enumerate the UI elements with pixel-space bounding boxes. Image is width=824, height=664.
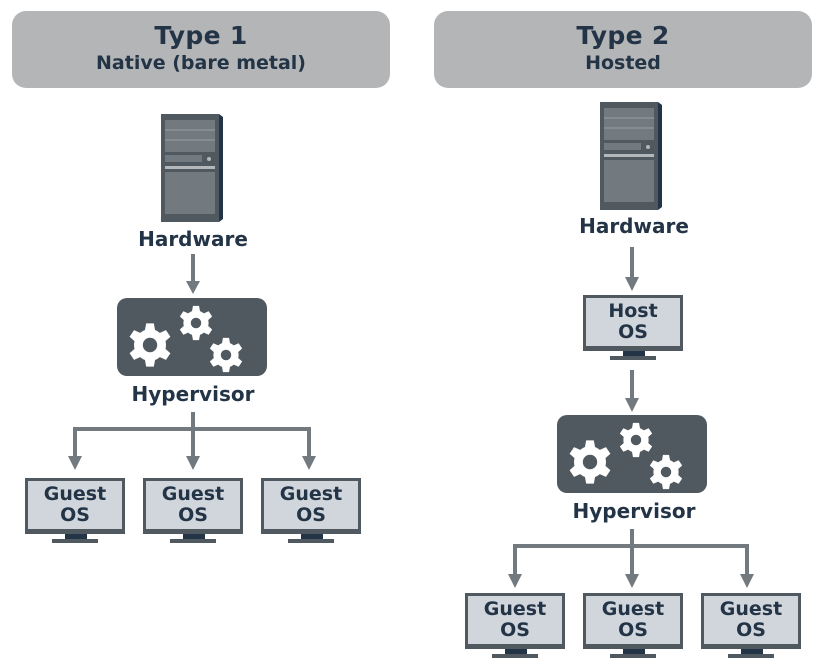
monitor-stand — [505, 649, 527, 654]
monitor-stand — [183, 534, 205, 539]
type2-hypervisor-box — [557, 415, 707, 493]
monitor-base — [610, 356, 656, 360]
guest-label-line1: Guest — [601, 598, 665, 620]
guest-label-line1: Guest — [279, 483, 343, 505]
monitor-screen: Guest OS — [701, 593, 801, 649]
type1-title: Type 1 — [154, 21, 248, 50]
monitor-screen: Guest OS — [583, 593, 683, 649]
monitor-screen: Host OS — [583, 295, 683, 351]
type1-hypervisor-box — [117, 298, 267, 376]
guest-label-line2: OS — [296, 504, 326, 526]
gear-icon — [129, 323, 171, 367]
monitor-base — [170, 539, 216, 543]
type1-server-icon — [160, 113, 224, 223]
type2-hypervisor-label: Hypervisor — [572, 499, 696, 523]
type2-server-icon — [599, 101, 663, 211]
guest-label-line1: Guest — [43, 483, 107, 505]
monitor-screen: Guest OS — [25, 478, 125, 534]
type1-guest-os-monitor: Guest OS — [261, 478, 361, 548]
type1-subtitle: Native (bare metal) — [96, 52, 306, 74]
gear-icon — [179, 305, 213, 341]
guest-label-line1: Guest — [161, 483, 225, 505]
type1-header: Type 1 Native (bare metal) — [12, 11, 390, 88]
guest-label-line2: OS — [500, 619, 530, 641]
type2-branch-connector — [508, 529, 754, 588]
type2-hardware-label: Hardware — [579, 214, 689, 238]
monitor-stand — [65, 534, 87, 539]
type2-title: Type 2 — [576, 21, 670, 50]
type1-hypervisor-label: Hypervisor — [131, 382, 255, 406]
type2-arrow-host-hyp — [625, 370, 639, 412]
monitor-base — [610, 654, 656, 658]
monitor-base — [728, 654, 774, 658]
gear-icon — [209, 337, 243, 373]
monitor-base — [492, 654, 538, 658]
type2-guest-os-monitor: Guest OS — [583, 593, 683, 663]
guest-label-line2: OS — [60, 504, 90, 526]
monitor-stand — [741, 649, 763, 654]
type1-hardware-label: Hardware — [138, 227, 248, 251]
monitor-base — [52, 539, 98, 543]
monitor-screen: Guest OS — [143, 478, 243, 534]
gear-icon — [569, 440, 611, 484]
type1-branch-connector — [68, 412, 316, 470]
monitor-screen: Guest OS — [465, 593, 565, 649]
type1-guest-os-monitor: Guest OS — [143, 478, 243, 548]
guest-label-line2: OS — [618, 619, 648, 641]
type2-guest-os-monitor: Guest OS — [465, 593, 565, 663]
gear-icon — [619, 422, 653, 458]
guest-label-line2: OS — [736, 619, 766, 641]
type1-guest-os-monitor: Guest OS — [25, 478, 125, 548]
guest-label-line2: OS — [178, 504, 208, 526]
type2-header: Type 2 Hosted — [434, 11, 812, 88]
type2-arrow-hw-host — [625, 247, 639, 291]
guest-label-line1: Guest — [719, 598, 783, 620]
host-label-line2: OS — [618, 321, 648, 343]
monitor-base — [288, 539, 334, 543]
monitor-screen: Guest OS — [261, 478, 361, 534]
host-label-line1: Host — [608, 300, 658, 322]
monitor-stand — [301, 534, 323, 539]
type2-guest-os-monitor: Guest OS — [701, 593, 801, 663]
monitor-stand — [623, 351, 645, 356]
gear-icon — [649, 454, 683, 490]
type2-subtitle: Hosted — [585, 52, 661, 74]
monitor-stand — [623, 649, 645, 654]
guest-label-line1: Guest — [483, 598, 547, 620]
type1-arrow-hw-hyp — [186, 254, 200, 294]
type2-host-os-monitor: Host OS — [583, 295, 683, 365]
